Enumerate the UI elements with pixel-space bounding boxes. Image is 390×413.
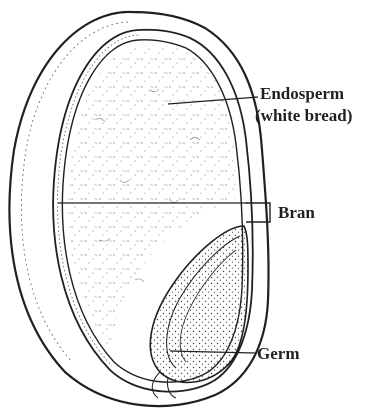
bran-label: Bran [278, 202, 315, 224]
endosperm-note-label: (white bread) [255, 105, 352, 127]
endosperm-label: Endosperm [260, 83, 344, 105]
germ-label: Germ [257, 343, 299, 365]
